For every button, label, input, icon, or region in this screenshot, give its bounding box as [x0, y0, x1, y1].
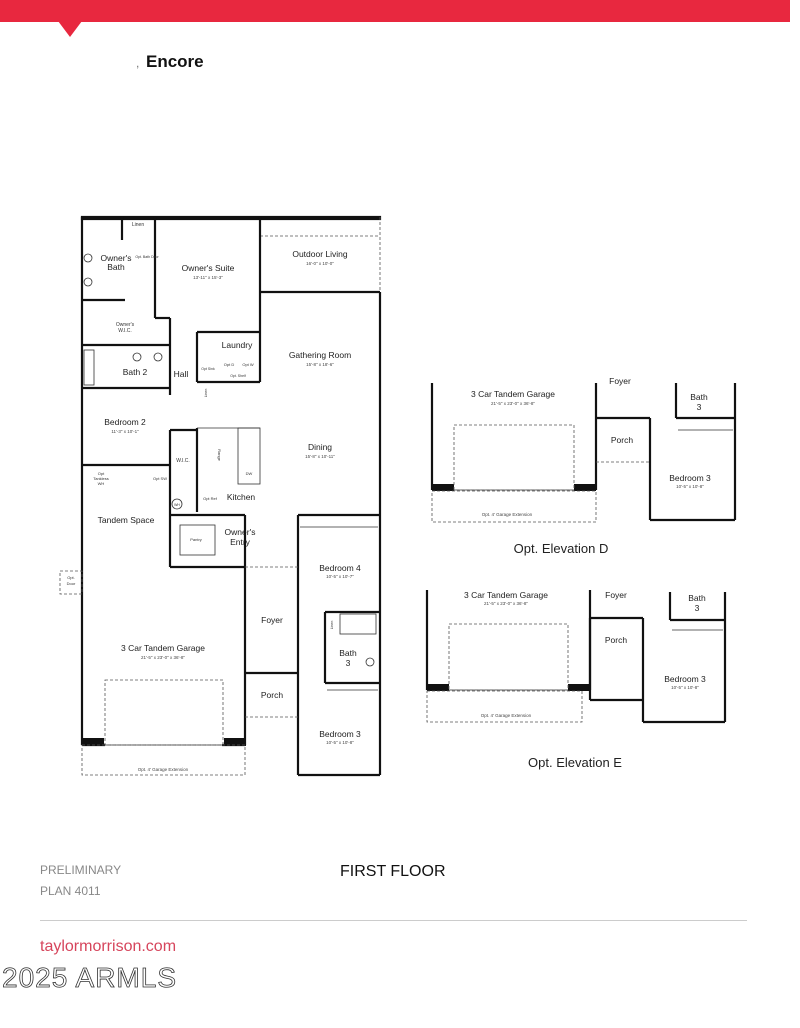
opt-washer-label: Opt W [242, 362, 254, 367]
kitchen-label: Kitchen [227, 492, 256, 502]
owners-wic-label: W.I.C. [118, 328, 132, 334]
room-dimensions: 16'-0" x 10'-0" [306, 261, 334, 266]
opt-sw-label: Opt SW [153, 476, 167, 481]
elevation-d-bedroom-label: Bedroom 3 [669, 473, 711, 483]
opt-tankless-label: WH [98, 481, 105, 486]
room-dimensions: 15'-8" x 18'-6" [306, 362, 334, 367]
water-heater-label: WH [174, 503, 180, 507]
elevation-d-caption: Opt. Elevation D [514, 541, 609, 556]
brand-header-bar [0, 0, 790, 22]
elevation-e-bath-label: 3 [695, 603, 700, 613]
elevation-e-porch-label: Porch [605, 635, 627, 645]
preliminary-label: PRELIMINARY [40, 863, 122, 877]
linen-label: Linen [132, 222, 144, 228]
elevation-d-garage-dims: 21'-5" x 23'-0" x 36'-8" [491, 401, 535, 406]
elevation-d-garage-extension: Opt. 4' Garage Extension [482, 512, 533, 517]
dishwasher-label: DW [246, 471, 253, 476]
room-dimensions: 10'-5" x 10'-8" [326, 740, 354, 745]
elevation-e-garage-extension: Opt. 4' Garage Extension [481, 713, 532, 718]
wic-label: W.I.C. [176, 458, 190, 464]
elevation-e-plan [425, 590, 727, 724]
bath-2-label: Bath 2 [123, 367, 148, 377]
room-label: Owner's Suite [182, 263, 235, 273]
garage-extension-label: Opt. 4' Garage Extension [138, 767, 189, 772]
footer-divider [40, 920, 747, 921]
room-label: 3 Car Tandem Garage [121, 643, 205, 653]
elevation-d-bath-label: Bath [690, 392, 708, 402]
range-label: Range [217, 449, 222, 462]
room-label: Bedroom 4 [319, 563, 361, 573]
opt-shelf-label: Opt. Shelf [230, 374, 246, 378]
opt-tankless-label: Opt [98, 471, 105, 476]
main-floor-plan [59, 215, 382, 777]
room-label: Gathering Room [289, 350, 351, 360]
opt-door-label: Door [67, 581, 76, 586]
opt-dryer-label: Opt D [224, 362, 235, 367]
elevation-e-caption: Opt. Elevation E [528, 755, 622, 770]
elevation-e-bath-label: Bath [688, 593, 706, 603]
opt-door-label: Opt. [67, 575, 75, 580]
laundry-label: Laundry [222, 340, 253, 350]
owners-entry-label: Owner's [225, 527, 256, 537]
opt-tankless-label: Tankless [93, 476, 109, 481]
elevation-d-bath-label: 3 [697, 402, 702, 412]
elevation-e-bedroom-label: Bedroom 3 [664, 674, 706, 684]
pantry-label: Pantry [190, 537, 202, 542]
room-label: Outdoor Living [292, 249, 348, 259]
opt-ref-label: Opt Ref [203, 496, 218, 501]
elevation-d-foyer-label: Foyer [609, 376, 631, 386]
floor-label: FIRST FLOOR [340, 863, 446, 880]
room-dimensions: 11'-3" x 10'-1" [111, 429, 139, 434]
porch-label: Porch [261, 690, 283, 700]
plan-number: PLAN 4011 [40, 884, 101, 898]
linen-label: Linen [204, 389, 208, 398]
foyer-label: Foyer [261, 615, 283, 625]
owners-entry-label: Entry [230, 537, 251, 547]
elevation-d-porch-label: Porch [611, 435, 633, 445]
room-label: Bedroom 2 [104, 417, 146, 427]
elevation-e-garage-label: 3 Car Tandem Garage [464, 590, 548, 600]
owners-wic-label: Owner's [116, 322, 135, 328]
elevation-d-bedroom-dims: 10'-5" x 10'-8" [676, 484, 704, 489]
bath-3-label: 3 [346, 658, 351, 668]
main-plan-room-labels: Owner's Suite 13'-11" x 15'-3" Outdoor L… [67, 222, 361, 772]
elevation-d-garage-label: 3 Car Tandem Garage [471, 389, 555, 399]
header-notch [58, 21, 82, 37]
room-dimensions: 15'-8" x 10'-11" [305, 454, 335, 459]
linen-label: Linen [330, 621, 334, 630]
tandem-space-label: Tandem Space [98, 515, 155, 525]
opt-sink-label: Opt Sink [201, 367, 215, 371]
room-label: Dining [308, 442, 332, 452]
owners-bath-label: Owner's [101, 253, 132, 263]
website-link[interactable]: taylormorrison.com [40, 938, 177, 955]
room-dimensions: 10'-5" x 10'-7" [326, 574, 354, 579]
hall-label: Hall [174, 369, 189, 379]
title-prefix: , [136, 56, 140, 70]
watermark: 2025 ARMLS [2, 962, 177, 994]
room-label: Bedroom 3 [319, 729, 361, 739]
room-dimensions: 13'-11" x 15'-3" [193, 275, 223, 280]
elevation-e-garage-dims: 21'-5" x 23'-0" x 36'-8" [484, 601, 528, 606]
room-dimensions: 21'-5" x 23'-0" x 36'-8" [141, 655, 185, 660]
elevation-d-plan [430, 383, 737, 523]
plan-title: Encore [146, 52, 204, 71]
bath-3-label: Bath [339, 648, 357, 658]
elevation-e-foyer-label: Foyer [605, 590, 627, 600]
elevation-e-bedroom-dims: 10'-5" x 10'-8" [671, 685, 699, 690]
owners-bath-label: Bath [107, 262, 125, 272]
opt-bath-door-label: Opt. Bath Door [135, 255, 159, 259]
